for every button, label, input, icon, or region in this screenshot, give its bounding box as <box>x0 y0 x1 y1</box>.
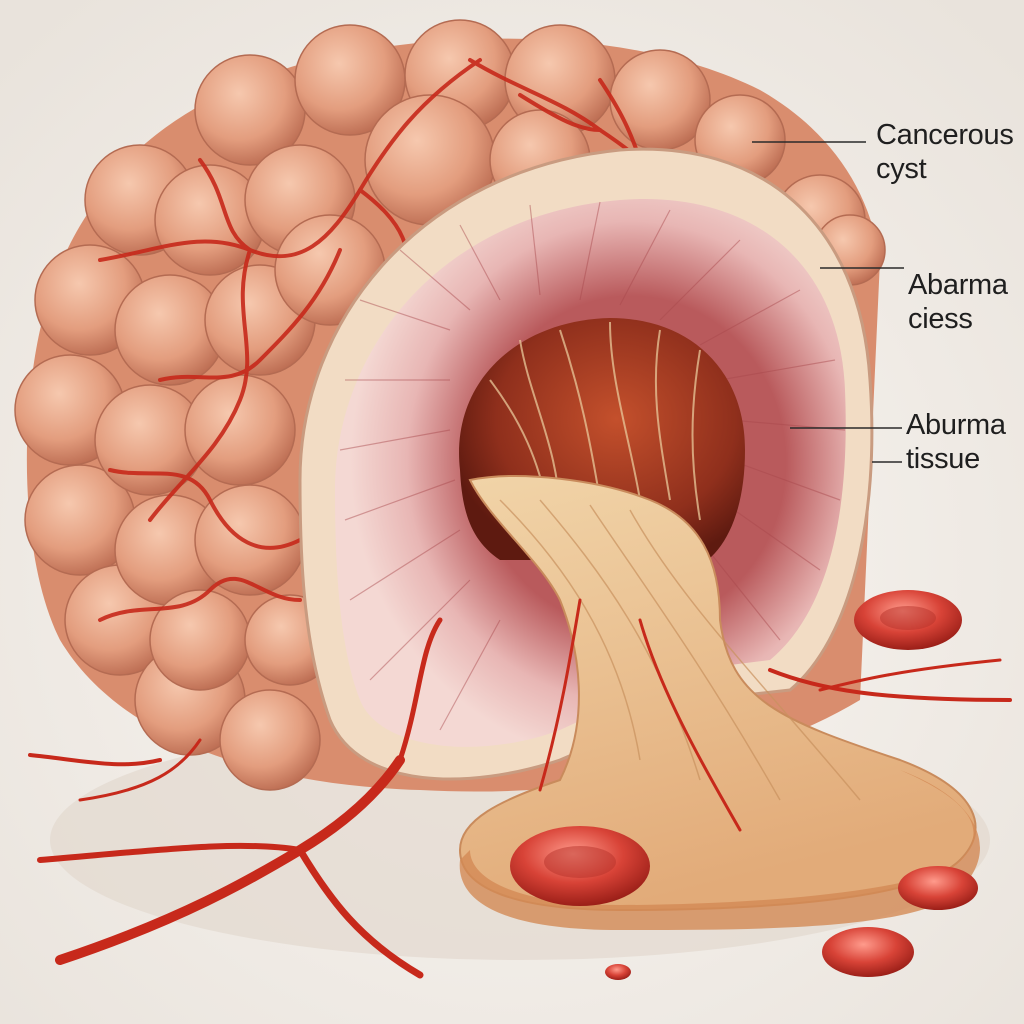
leader-lines <box>752 141 904 463</box>
tissue-outflow <box>458 475 980 930</box>
label-line: tissue <box>906 443 980 475</box>
label-abarma-ciess: Abarma ciess <box>908 268 1008 336</box>
blood-cell-icon <box>854 590 962 650</box>
label-line: cyst <box>876 153 927 185</box>
blood-cells <box>510 590 978 980</box>
label-aburma-tissue: Aburma tissue <box>906 408 1006 476</box>
label-line: Abarma <box>908 269 1008 301</box>
blood-cell-icon <box>605 964 631 980</box>
blood-cell-icon <box>822 927 914 977</box>
blood-vessels <box>28 598 1012 979</box>
label-line: ciess <box>908 303 973 335</box>
blood-cell-icon <box>510 826 650 906</box>
blood-cell-icon <box>898 866 978 910</box>
label-cancerous-cyst: Cancerous cyst <box>876 118 1014 186</box>
label-line: Cancerous <box>876 119 1014 151</box>
label-line: Aburma <box>906 409 1006 441</box>
